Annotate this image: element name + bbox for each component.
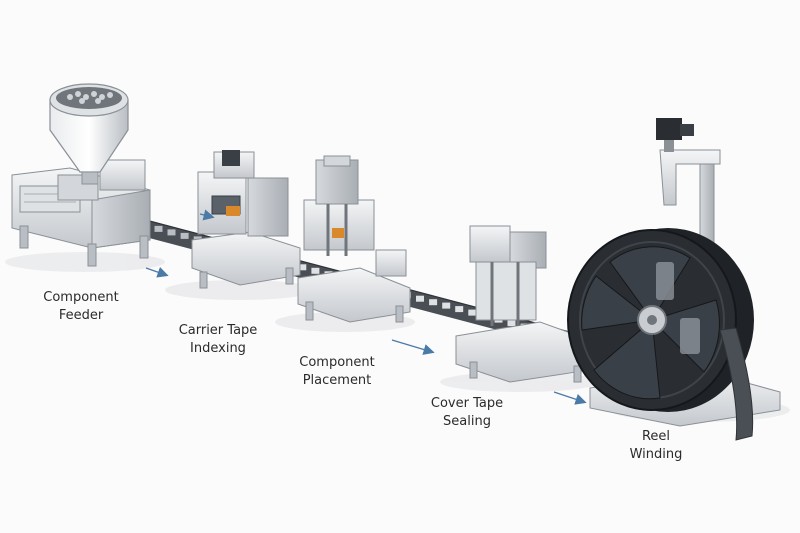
stage-label-line: Sealing bbox=[443, 414, 491, 429]
stage-label-line: Winding bbox=[629, 447, 683, 462]
flow-arrow-1 bbox=[145, 266, 169, 278]
tape-indexing-machine bbox=[191, 150, 301, 289]
flow-arrow-2 bbox=[199, 209, 215, 221]
stage-label-sealing: Cover Tape Sealing bbox=[431, 395, 503, 431]
stage-label-line: Component bbox=[299, 355, 375, 370]
stage-label-feeder: Component Feeder bbox=[43, 289, 118, 325]
stage-label-line: Indexing bbox=[190, 341, 246, 356]
stage-label-winding: Reel Winding bbox=[630, 428, 683, 464]
stage-label-placement: Component Placement bbox=[299, 354, 374, 390]
tape-pocket bbox=[416, 295, 424, 302]
tape-pocket bbox=[429, 299, 438, 306]
tape-pocket bbox=[298, 264, 307, 271]
stage-label-indexing: Carrier Tape Indexing bbox=[179, 322, 258, 358]
tape-pocket bbox=[154, 225, 163, 232]
pick-and-place-machine bbox=[297, 155, 411, 323]
tape-pocket bbox=[167, 229, 176, 236]
tape-pocket bbox=[311, 267, 320, 274]
stage-label-line: Feeder bbox=[58, 308, 104, 323]
stage-label-line: Component bbox=[43, 290, 119, 305]
flow-arrow-4 bbox=[553, 391, 587, 405]
tape-pocket bbox=[468, 309, 477, 316]
stage-label-line: Placement bbox=[302, 373, 372, 388]
tape-pocket bbox=[507, 320, 516, 327]
tape-sealing-machine bbox=[455, 225, 591, 383]
hopper-feeder-machine bbox=[11, 83, 151, 267]
stage-label-line: Cover Tape bbox=[430, 396, 504, 411]
tape-pocket bbox=[180, 232, 189, 239]
tape-pocket bbox=[455, 306, 464, 313]
tape-pocket bbox=[442, 302, 451, 309]
flow-arrow-3 bbox=[391, 339, 435, 355]
stage-label-line: Reel bbox=[641, 429, 671, 444]
flow-arrows bbox=[145, 209, 587, 405]
stage-label-line: Carrier Tape bbox=[178, 323, 258, 338]
reel-winder-machine bbox=[567, 118, 781, 441]
